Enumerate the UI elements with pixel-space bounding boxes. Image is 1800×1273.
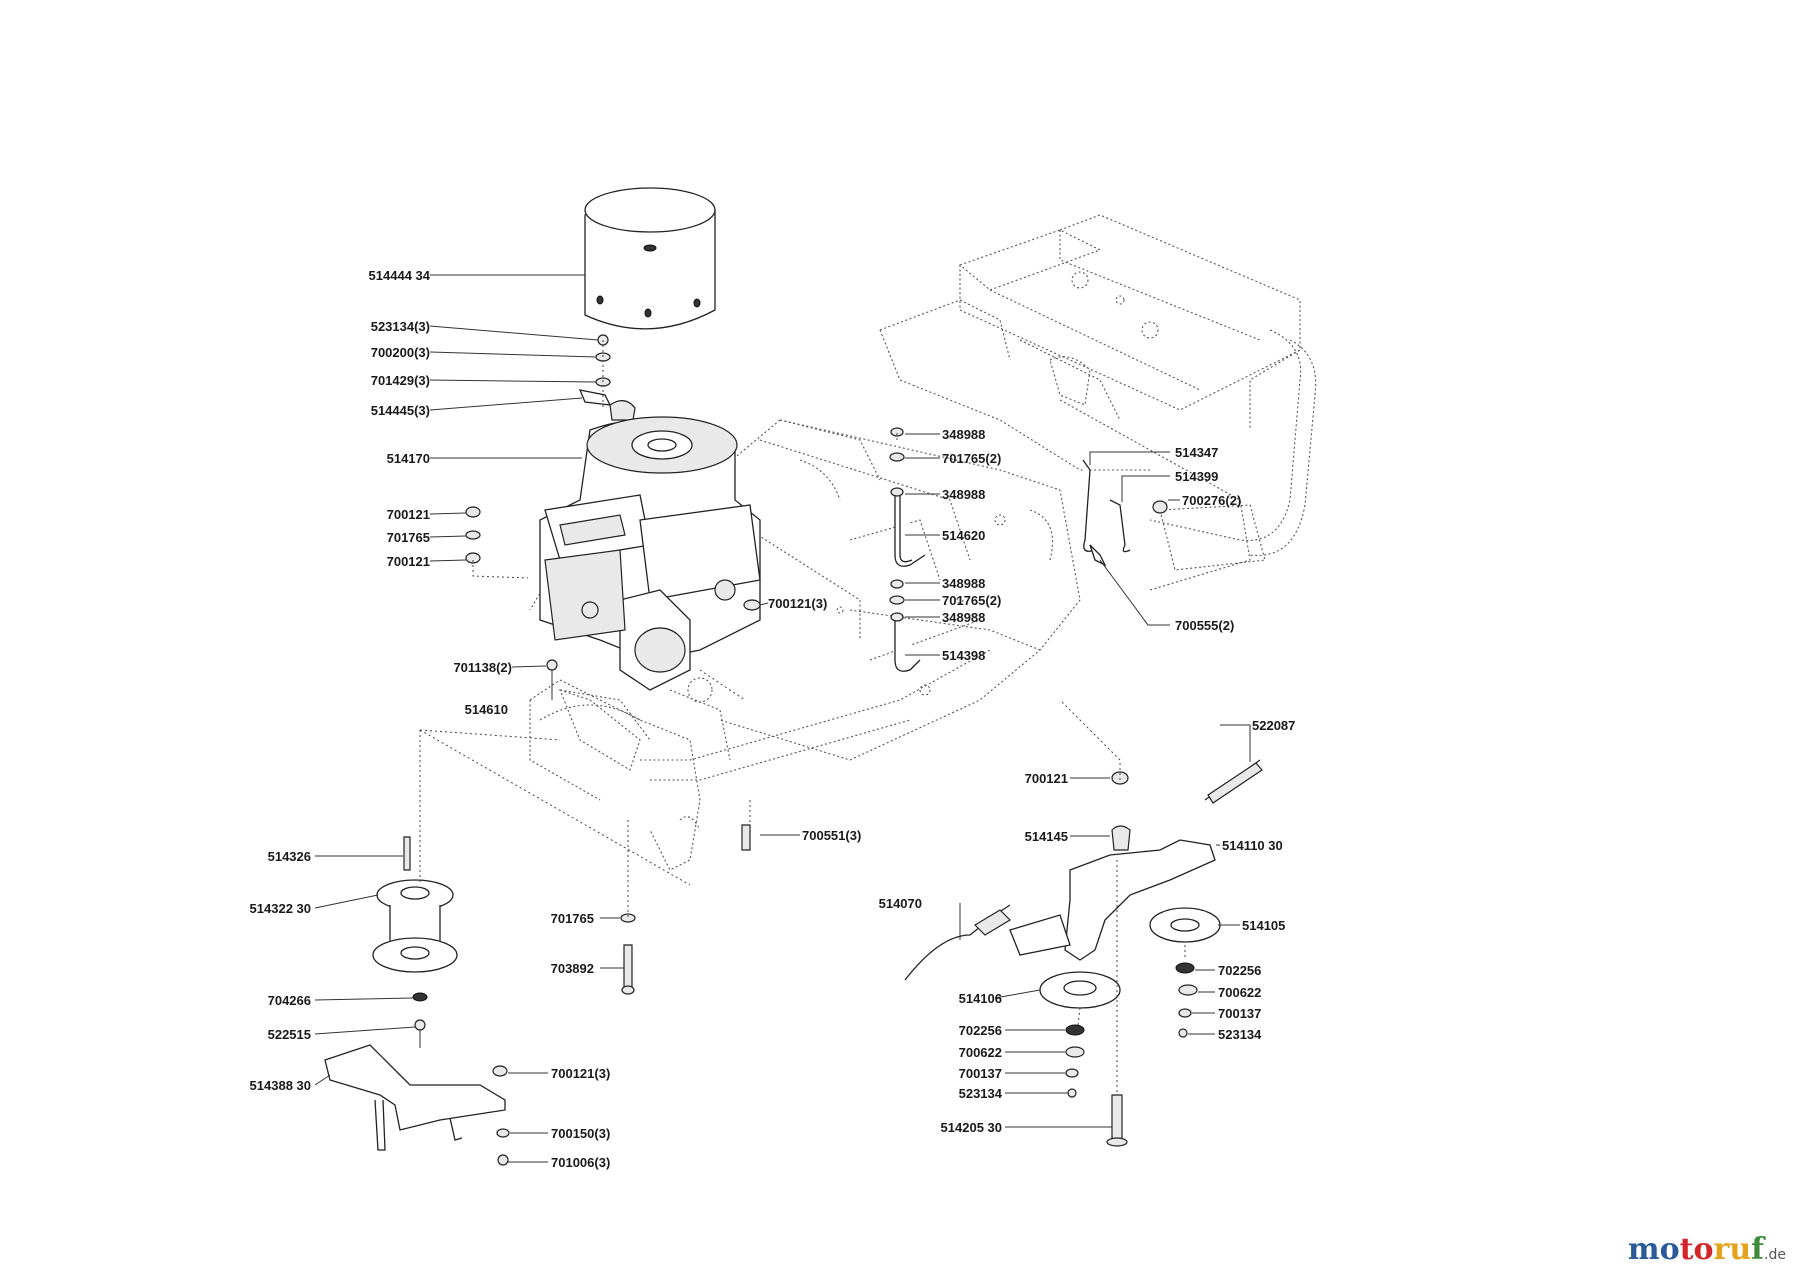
part-label[interactable]: 700622: [1218, 985, 1261, 1000]
part-label[interactable]: 704266: [268, 993, 311, 1008]
part-label[interactable]: 701765(2): [942, 451, 1001, 466]
brand-logo[interactable]: motoruf.de: [1628, 1232, 1786, 1267]
part-label[interactable]: 700622: [959, 1045, 1002, 1060]
brand-logo-part: f: [1751, 1232, 1765, 1267]
part-label[interactable]: 700551(3): [802, 828, 861, 843]
part-label[interactable]: 514610: [465, 702, 508, 717]
part-label[interactable]: 348988: [942, 610, 985, 625]
part-label[interactable]: 701765: [551, 911, 594, 926]
air-shroud-cylinder: [584, 187, 716, 330]
assembly-guide-lines: [419, 340, 1186, 1095]
part-label[interactable]: 514620: [942, 528, 985, 543]
part-label[interactable]: 701765(2): [942, 593, 1001, 608]
part-label[interactable]: 348988: [942, 487, 985, 502]
part-label[interactable]: 348988: [942, 576, 985, 591]
front-pulley-assembly: [324, 824, 751, 1166]
part-label[interactable]: 700276(2): [1182, 493, 1241, 508]
brand-logo-part: ru: [1713, 1232, 1752, 1267]
part-label[interactable]: 348988: [942, 427, 985, 442]
part-label[interactable]: 514145: [1025, 829, 1068, 844]
part-label[interactable]: 523134: [959, 1086, 1003, 1101]
part-label[interactable]: 514070: [879, 896, 922, 911]
part-label[interactable]: 701765: [387, 530, 430, 545]
part-label[interactable]: 514445(3): [371, 403, 430, 418]
part-label[interactable]: 514170: [387, 451, 430, 466]
engine-mount-nut: [743, 599, 761, 611]
part-label[interactable]: 514388 30: [250, 1078, 311, 1093]
brand-logo-tld: .de: [1764, 1247, 1786, 1263]
part-label[interactable]: 701138(2): [453, 660, 512, 675]
part-label[interactable]: 700137: [959, 1066, 1002, 1081]
part-label[interactable]: 523134: [1218, 1027, 1262, 1042]
part-label[interactable]: 702256: [1218, 963, 1261, 978]
part-label[interactable]: 700137: [1218, 1006, 1261, 1021]
tensioner-assembly: [904, 759, 1263, 1147]
part-label[interactable]: 701429(3): [371, 373, 430, 388]
part-label[interactable]: 702256: [959, 1023, 1002, 1038]
part-label[interactable]: 514105: [1242, 918, 1285, 933]
part-label[interactable]: 514110 30: [1222, 838, 1283, 853]
part-label[interactable]: 701006(3): [551, 1155, 610, 1170]
part-label[interactable]: 700200(3): [371, 345, 430, 360]
part-label[interactable]: 514398: [942, 648, 985, 663]
part-label[interactable]: 522515: [268, 1027, 311, 1042]
bolt-701138: [546, 659, 558, 700]
linkage-rods: [889, 427, 1168, 672]
part-label[interactable]: 700121: [387, 554, 430, 569]
part-label[interactable]: 523134(3): [371, 319, 430, 334]
part-label[interactable]: 514444 34: [369, 268, 431, 283]
part-label[interactable]: 700121: [387, 507, 430, 522]
part-label[interactable]: 700555(2): [1175, 618, 1234, 633]
part-label[interactable]: 514205 30: [941, 1120, 1002, 1135]
part-labels: 514444 34 523134(3) 700200(3) 701429(3) …: [250, 268, 1296, 1170]
engine-assembly: [539, 187, 761, 691]
part-label[interactable]: 514106: [959, 991, 1002, 1006]
part-label[interactable]: 514347: [1175, 445, 1218, 460]
part-label[interactable]: 703892: [551, 961, 594, 976]
brand-logo-part: mo: [1627, 1232, 1680, 1267]
part-label[interactable]: 514322 30: [250, 901, 311, 916]
brand-logo-part: to: [1679, 1232, 1714, 1267]
part-label[interactable]: 522087: [1252, 718, 1295, 733]
part-label[interactable]: 700121: [1025, 771, 1068, 786]
part-label[interactable]: 514399: [1175, 469, 1218, 484]
leader-lines: [314, 274, 1251, 1163]
part-label[interactable]: 700121(3): [551, 1066, 610, 1081]
part-label[interactable]: 700121(3): [768, 596, 827, 611]
part-label[interactable]: 700150(3): [551, 1126, 610, 1141]
part-label[interactable]: 514326: [268, 849, 311, 864]
